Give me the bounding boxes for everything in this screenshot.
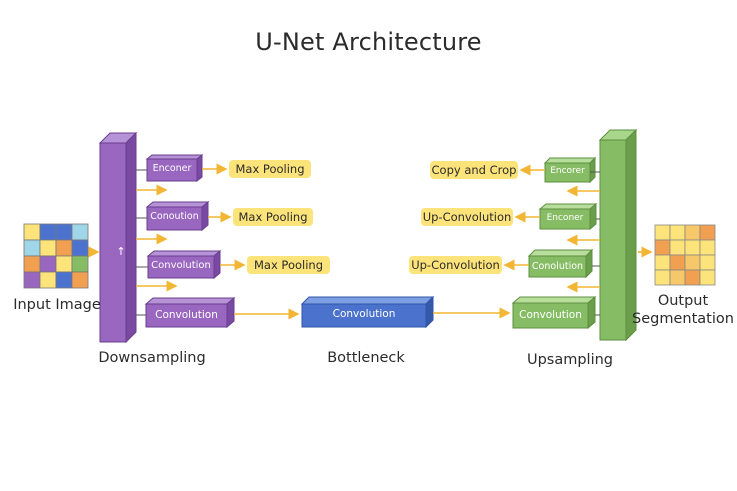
output-cell [684,224,701,241]
input-cell [39,223,57,241]
encoder-tag: Max Pooling [233,208,313,226]
decoder-block [538,202,598,231]
input-cell [23,223,41,241]
bottleneck-block [300,295,435,329]
output-segmentation-grid [654,224,716,286]
decoder-block-label: Encorer [550,166,585,176]
input-cell [23,271,41,289]
output-cell [669,269,686,286]
input-image-grid [23,223,89,289]
up-arrow-icon: ↑ [116,245,125,258]
output-cell [684,254,701,271]
decoder-tag: Up-Convolution [421,208,513,226]
decoder-column [598,128,638,342]
bottleneck-block-label: Convolution [332,308,396,320]
input-cell [71,255,89,273]
encoder-block [145,153,204,183]
input-cell [71,271,89,289]
decoder-block [543,156,597,184]
encoder-tag: Max Pooling [229,160,311,178]
output-cell [699,239,716,256]
input-cell [23,239,41,257]
input-cell [55,223,73,241]
decoder-tag: Up-Convolution [409,256,502,274]
input-image-label: Input Image [13,297,101,313]
decoder-block [511,295,597,330]
output-cell [684,239,701,256]
diagram-title: U-Net Architecture [255,28,482,56]
input-cell [39,239,57,257]
input-cell [23,255,41,273]
output-cell [699,224,716,241]
upsampling-label: Upsampling [526,352,614,368]
encoder-block-label: Conoution [150,211,199,222]
decoder-block-label: Convolution [519,309,582,321]
encoder-tag: Max Pooling [247,256,330,274]
output-cell [699,254,716,271]
encoder-block-label: Convolution [151,260,211,271]
bottleneck-label: Bottleneck [327,350,405,366]
output-cell [669,224,686,241]
input-cell [71,239,89,257]
input-cell [55,239,73,257]
output-cell [654,254,671,271]
input-cell [39,255,57,273]
output-cell [699,269,716,286]
output-segmentation-label: Output Segmentation [632,293,734,327]
encoder-connectors [136,169,600,316]
output-cell [684,269,701,286]
encoder-block-label: Enconer [152,163,192,174]
output-cell [654,224,671,241]
input-cell [55,271,73,289]
encoder-block-label: Convolution [155,309,218,321]
output-cell [669,254,686,271]
output-cell [654,239,671,256]
decoder-tag: Copy and Crop [430,161,518,179]
input-cell [71,223,89,241]
encoder-column [98,131,138,344]
input-cell [55,255,73,273]
downsampling-label: Downsampling [98,350,206,366]
input-cell [39,271,57,289]
flow-arrows [88,163,653,320]
decoder-block-label: Conolution [531,261,584,272]
encoder-block [146,249,222,280]
encoder-block [144,296,236,329]
decoder-block [527,248,594,279]
decoder-block-label: Enconer [546,213,584,223]
output-cell [669,239,686,256]
output-cell [654,269,671,286]
